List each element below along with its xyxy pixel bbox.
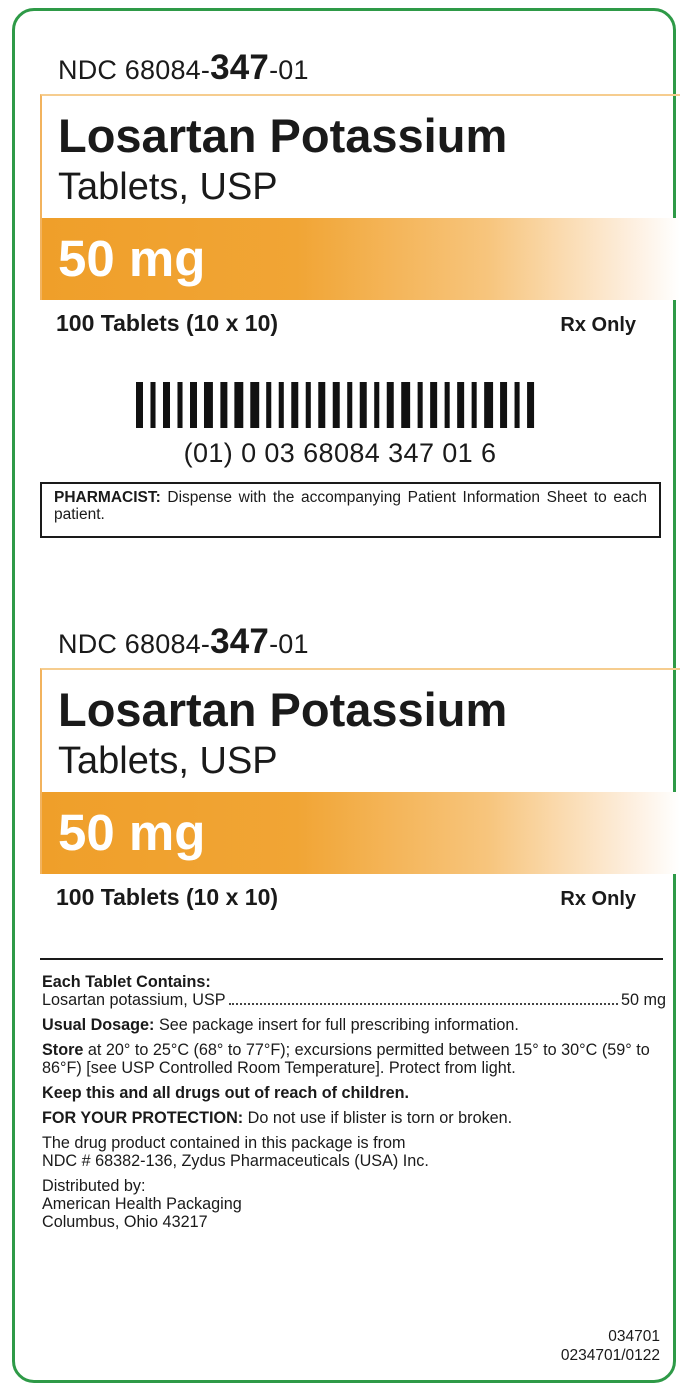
barcode-bar (514, 382, 520, 428)
barcode-bar (444, 382, 450, 428)
barcode-bar (457, 382, 465, 428)
bottom-label-panel: NDC 68084-347-01 Losartan Potassium Tabl… (40, 622, 680, 911)
barcode-bar (266, 382, 272, 428)
drug-name: Losartan Potassium (58, 109, 508, 162)
rx-only: Rx Only (560, 314, 636, 336)
drug-name-box: Losartan Potassium Tablets, USP 50 mg (40, 668, 680, 874)
barcode-bar (484, 382, 494, 428)
strength: 50 mg (58, 230, 206, 287)
barcode-bar (500, 382, 508, 428)
strength-bar: 50 mg (42, 792, 680, 874)
drug-name-box: Losartan Potassium Tablets, USP 50 mg (40, 94, 680, 300)
barcode-bar (150, 382, 156, 428)
barcode-bar (220, 382, 228, 428)
children-warning: Keep this and all drugs out of reach of … (42, 1084, 409, 1102)
barcode-bar (374, 382, 380, 428)
protection-warning: FOR YOUR PROTECTION: Do not use if blist… (42, 1109, 513, 1127)
barcode-bar (163, 382, 170, 428)
ndc-number: NDC 68084-347-01 (58, 48, 309, 87)
contains-heading: Each Tablet Contains: (42, 973, 211, 991)
distributor-info: Distributed by:American Health Packaging… (42, 1177, 242, 1231)
drug-form: Tablets, USP (58, 740, 278, 782)
barcode-bar (332, 382, 340, 428)
storage-instructions: Store at 20° to 25°C (68° to 77°F); excu… (42, 1041, 650, 1077)
barcode-bar (318, 382, 326, 428)
top-label-panel: NDC 68084-347-01 Losartan Potassium Tabl… (40, 48, 680, 337)
barcode-bar (234, 382, 244, 428)
product-information: Each Tablet Contains: Losartan potassium… (42, 973, 666, 1238)
pharmacist-notice: PHARMACIST: Dispense with the accompanyi… (40, 482, 661, 538)
barcode-bar (203, 382, 213, 428)
rx-only: Rx Only (560, 888, 636, 910)
source-info: The drug product contained in this packa… (42, 1134, 429, 1170)
barcode-bar (430, 382, 438, 428)
barcode-bar (177, 382, 183, 428)
barcode-bar (359, 382, 367, 428)
barcode-bar (471, 382, 477, 428)
code-1: 034701 (608, 1328, 660, 1345)
strength: 50 mg (58, 804, 206, 861)
drug-name: Losartan Potassium (58, 683, 508, 736)
tablet-contents: Each Tablet Contains: Losartan potassium… (42, 973, 666, 1009)
barcode-bar (527, 382, 535, 428)
strength-bar: 50 mg (42, 218, 680, 300)
count-row: 100 Tablets (10 x 10) Rx Only (40, 310, 680, 337)
barcode-bar (136, 382, 143, 428)
code-2: 0234701/0122 (560, 1347, 660, 1364)
barcode-bar (347, 382, 353, 428)
tablet-count: 100 Tablets (10 x 10) (56, 884, 279, 910)
pharmacist-heading: PHARMACIST: (54, 489, 161, 506)
barcode-bar (386, 382, 394, 428)
drug-form: Tablets, USP (58, 166, 278, 208)
barcode-bar (291, 382, 299, 428)
barcode-bar (190, 382, 198, 428)
barcode-bar (401, 382, 411, 428)
tablet-count: 100 Tablets (10 x 10) (56, 310, 279, 336)
section-divider (40, 958, 663, 960)
barcode-bar (250, 382, 260, 428)
barcode (136, 382, 535, 428)
count-row: 100 Tablets (10 x 10) Rx Only (40, 884, 680, 911)
barcode-bar (278, 382, 284, 428)
label-frame (12, 8, 676, 1383)
barcode-bar (417, 382, 423, 428)
label-codes: 034701 0234701/0122 (561, 1327, 660, 1365)
barcode-bar (305, 382, 311, 428)
barcode-digits: (01) 0 03 68084 347 01 6 (183, 438, 497, 468)
ndc-number: NDC 68084-347-01 (58, 622, 309, 661)
pharmacist-text: Dispense with the accompanying Patient I… (54, 489, 647, 523)
usual-dosage: Usual Dosage: See package insert for ful… (42, 1016, 519, 1034)
